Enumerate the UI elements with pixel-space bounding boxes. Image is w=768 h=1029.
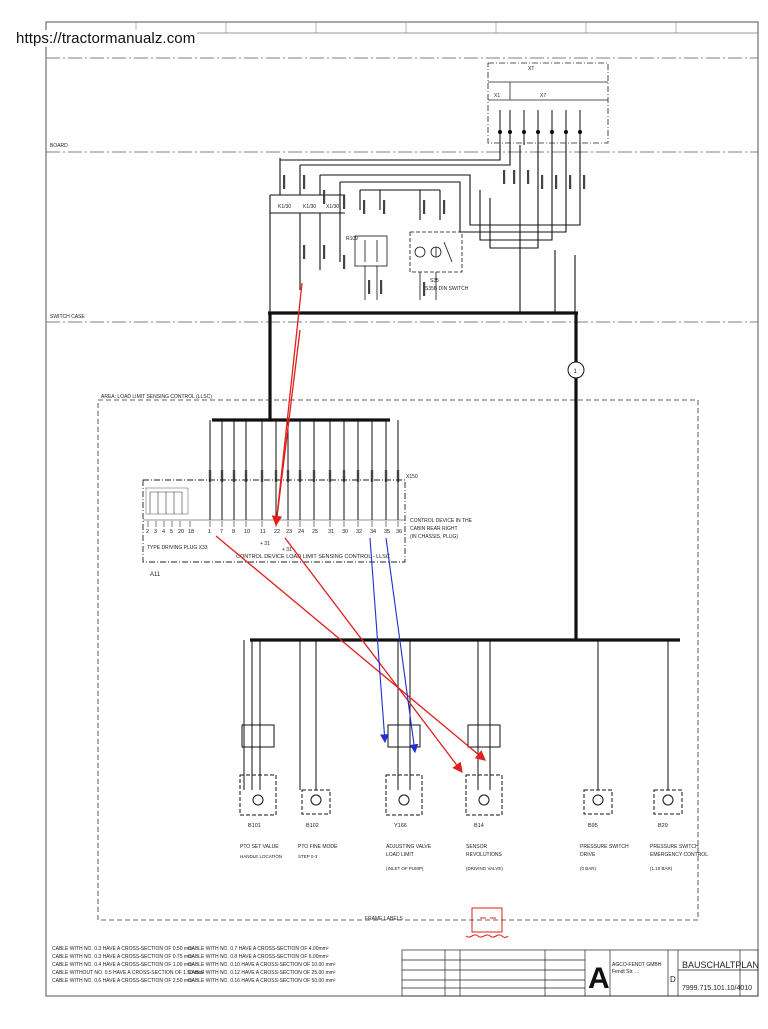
component-label: SENSOR [466,844,488,850]
control-unit-pin: 34 [370,529,376,535]
component-b102 [299,640,331,815]
component-id: B95 [588,823,598,829]
control-unit-pin: 10 [244,529,250,535]
component-note: (INLET OF PUMP) [386,866,424,871]
component-b101 [239,640,277,816]
main-harness [212,311,680,642]
k2-label: K1/30 [303,204,316,210]
component-label: PRESSURE SWITCH [580,844,629,850]
control-unit-pin: 8 [232,529,235,535]
section-board-label: BOARD [50,143,68,149]
control-desc-2: CABIN REAR RIGHT [410,526,458,532]
watermark-url[interactable]: https://tractormanualz.com [14,30,198,47]
red-stamp-icon [465,907,509,938]
control-unit-pin: 7 [220,529,223,535]
control-desc-3: (IN CHASSIS, PLUG) [410,534,458,540]
component-b14 [465,640,503,816]
component-id: B101 [248,823,261,829]
control-unit-pin: 23 [286,529,292,535]
component-b95 [583,640,613,815]
component-sublabel: DRIVE [580,852,596,858]
section-switch-case-label: SWITCH CASE [50,314,85,320]
control-unit-pin: 20 [178,529,184,535]
component-label: PTO FINE MODE [298,844,338,850]
control-unit-pin: 35 [384,529,390,535]
control-unit-pin: 36 [396,529,402,535]
cable-note-right: CABLE WITH NO. 0.10 HAVE A CROSS-SECTION… [188,962,336,968]
k1-label: K1/30 [278,204,291,210]
control-unit-pin: 5 [170,529,173,535]
control-unit-pin: 11 [260,529,266,535]
component-id: B29 [658,823,668,829]
component-id: B102 [306,823,319,829]
title-block [401,949,759,997]
component-note: (1.10 BAR) [650,866,673,871]
s35-label: S35 [430,278,439,284]
s35b-label: S35B DIN SWITCH [425,286,469,292]
component-label: PTO SET VALUE [240,844,279,850]
control-unit-box [142,479,406,563]
cable-note-left: CABLE WITH NO. 0.6 HAVE A CROSS-SECTION … [52,978,194,984]
connector-x7 [487,62,609,144]
control-unit-pin: 22 [274,529,280,535]
control-unit-pin: 1 [208,529,211,535]
component-note: (0 BAR) [580,866,597,871]
control-unit-pin: 24 [298,529,304,535]
control-unit-id: A11 [150,572,161,578]
cable-note-right: CABLE WITH NO. 0.7 HAVE A CROSS-SECTION … [188,946,329,952]
component-id: B14 [474,823,484,829]
company-name-1: AGCO-FENDT GMBH [612,962,662,968]
component-id: Y166 [394,823,407,829]
connector-x7-label: X7 [540,93,546,99]
component-note: STEP 0-3 [298,854,318,859]
k3-label: X1/30 [326,204,339,210]
company-name-2: Fendt Str. ... [612,969,639,975]
llsc-area-box [97,399,699,921]
control-unit-pin: 2 [146,529,149,535]
control-desc-1: CONTROL DEVICE IN THE [410,518,473,524]
component-sublabel: EMERGENCY CONTROL [650,852,708,858]
control-unit-pin: 30 [342,529,348,535]
red-annotation-arrows [215,282,486,774]
control-unit-pin: 25 [312,529,318,535]
cable-note-left: CABLE WITHOUT NO. 0.5 HAVE A CROSS-SECTI… [52,970,205,976]
cable-note-right: CABLE WITH NO. 0.8 HAVE A CROSS-SECTION … [188,954,329,960]
control-unit-pin: 4 [162,529,165,535]
blue-annotation-arrows [369,537,419,754]
control-unit-pin: 31 [328,529,334,535]
bus-marker [567,361,585,379]
r109-label: R109 [346,236,358,242]
bottom-note: FRAME LABELS [365,916,403,922]
title-block-title: BAUSCHALTPLAN [682,960,759,970]
component-note: HANDLE LOCATION [240,854,282,859]
control-unit-title: CONTROL DEVICE LOAD LIMIT SENSING CONTRO… [236,554,390,560]
component-sublabel: LOAD LIMIT [386,852,414,858]
control-unit-pin: 18 [188,529,194,535]
company-logo-icon: A [588,962,610,995]
component-b29 [653,640,683,815]
control-unit-pin: 3 [154,529,157,535]
control-unit-note: TYPE DRIVING PLUG X33 [147,545,208,551]
bus-marker-label: 1 [574,369,578,375]
component-label: ADJUSTING VALVE [386,844,432,850]
connector-xt-label: XT [528,66,534,72]
control-unit-pin: 32 [356,529,362,535]
component-sublabel: REVOLUTIONS [466,852,503,858]
plus31-a: + 31 [260,541,270,547]
component-label: PRESSURE SWITCH [650,844,699,850]
cable-note-right: CABLE WITH NO. 0.12 HAVE A CROSS-SECTION… [188,970,336,976]
cable-note-left: CABLE WITH NO. 0.3 HAVE A CROSS-SECTION … [52,954,194,960]
plus31-b: + 31 [282,547,292,553]
cable-note-right: CABLE WITH NO. 0.16 HAVE A CROSS-SECTION… [188,978,336,984]
title-block-number: 7999.715.101.10/4010 [682,985,752,992]
connector-x1-label: X1 [494,93,500,99]
area-label: AREA: LOAD LIMIT SENSING CONTROL (LLSC) [101,394,212,400]
cable-note-left: CABLE WITH NO. 0.3 HAVE A CROSS-SECTION … [52,946,194,952]
title-block-revision: D [670,975,676,984]
x150-label: X150 [406,474,418,480]
component-note: (DRIVING VALVE) [466,866,503,871]
cable-note-left: CABLE WITH NO. 0.4 HAVE A CROSS-SECTION … [52,962,194,968]
